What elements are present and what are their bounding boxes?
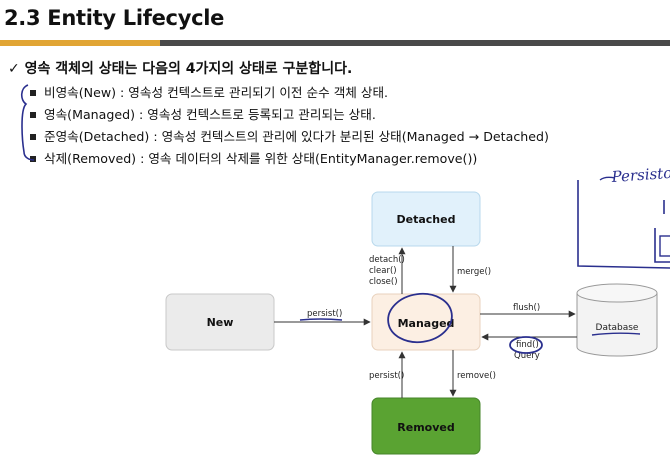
detached-node-label: Detached — [397, 213, 456, 226]
section-heading: ✓ 영속 객체의 상태는 다음의 4가지의 상태로 구분합니다. — [8, 61, 353, 77]
edge-label-detach: detach() — [369, 255, 405, 265]
detached-node — [371, 191, 481, 247]
slide-title: 2.3 Entity Lifecycle — [4, 6, 225, 30]
bullet-square-icon — [30, 112, 36, 118]
bullet-text: 삭제(Removed) : 영속 데이터의 삭제를 위한 상태(EntityMa… — [44, 151, 478, 166]
bullet-text: 비영속(New) : 영속성 컨텍스트로 관리되기 이전 순수 객체 상태. — [44, 85, 389, 100]
bullet-item-managed: 영속(Managed) : 영속성 컨텍스트로 등록되고 관리되는 상태. — [30, 104, 549, 126]
bullet-item-removed: 삭제(Removed) : 영속 데이터의 삭제를 위한 상태(EntityMa… — [30, 148, 549, 170]
title-underline-bar — [160, 40, 670, 46]
bullet-item-detached: 준영속(Detached) : 영속성 컨텍스트의 관리에 있다가 분리된 상태… — [30, 126, 549, 148]
edge-label-flush: flush() — [513, 303, 540, 313]
database-handwritten-underline — [591, 332, 641, 336]
edge-label-close: close() — [369, 277, 398, 287]
bullet-square-icon — [30, 90, 36, 96]
bullet-item-new: 비영속(New) : 영속성 컨텍스트로 관리되기 이전 순수 객체 상태. — [30, 82, 549, 104]
handwritten-annotation: Persisto — [577, 164, 670, 269]
edge-label-persist-removed: persist() — [369, 371, 404, 381]
handwritten-brace — [20, 84, 35, 161]
removed-node-label: Removed — [397, 421, 454, 434]
bullet-text: 영속(Managed) : 영속성 컨텍스트로 등록되고 관리되는 상태. — [44, 107, 376, 122]
edge-label-query: Query — [514, 351, 540, 361]
removed-node — [371, 397, 481, 455]
database-node-label: Database — [596, 323, 639, 333]
database-node — [576, 283, 658, 357]
bullet-square-icon — [30, 156, 36, 162]
edge-label-clear: clear() — [369, 266, 397, 276]
bullet-list: 비영속(New) : 영속성 컨텍스트로 관리되기 이전 순수 객체 상태. 영… — [30, 82, 549, 170]
title-accent-bar — [0, 40, 160, 46]
edge-label-merge: merge() — [457, 267, 491, 277]
persist-handwritten-underline — [299, 318, 343, 321]
handwritten-text: Persisto — [610, 164, 670, 186]
new-node-label: New — [207, 316, 234, 329]
find-handwritten-circle — [509, 336, 543, 354]
edge-label-find: find() — [516, 340, 539, 350]
managed-node-label: Managed — [398, 317, 455, 330]
bullet-text: 준영속(Detached) : 영속성 컨텍스트의 관리에 있다가 분리된 상태… — [44, 129, 549, 144]
edge-label-persist-new: persist() — [307, 309, 342, 319]
bullet-square-icon — [30, 134, 36, 140]
managed-handwritten-circle — [387, 292, 453, 344]
edge-label-remove: remove() — [457, 371, 496, 381]
